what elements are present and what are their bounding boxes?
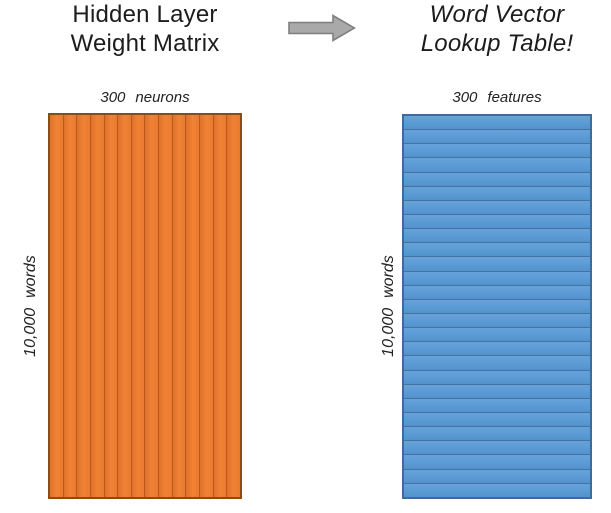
left-title-line1: Hidden Layer xyxy=(72,1,218,28)
left-title-line2: Weight Matrix xyxy=(70,30,220,57)
right-arrow-icon xyxy=(288,14,357,42)
right-columns-unit: features xyxy=(487,89,542,106)
left-columns-label: 300 neurons xyxy=(48,88,242,108)
matrix-row-cell xyxy=(404,285,590,300)
matrix-row-cell xyxy=(404,412,590,428)
right-columns-label: 300 features xyxy=(402,88,592,108)
matrix-column-cell xyxy=(145,115,160,497)
matrix-column-cell xyxy=(50,115,64,497)
matrix-row-cell xyxy=(404,144,590,159)
matrix-row-cell xyxy=(404,398,590,413)
matrix-column-cell xyxy=(104,115,119,497)
matrix-column-cell xyxy=(77,115,91,497)
matrix-row-cell xyxy=(404,328,590,343)
matrix-row-cell xyxy=(404,370,590,385)
word-vector-lookup-table xyxy=(402,114,592,499)
matrix-row-cell xyxy=(404,257,590,272)
matrix-row-cell xyxy=(404,116,590,131)
left-rows-unit: words xyxy=(22,255,39,298)
matrix-row-cell xyxy=(404,299,590,314)
right-rows-label: 10,000 words xyxy=(377,113,401,499)
matrix-row-cell xyxy=(404,229,590,244)
matrix-row-cell xyxy=(404,455,590,470)
matrix-column-cell xyxy=(159,115,173,497)
matrix-row-cell xyxy=(404,271,590,286)
matrix-column-cell xyxy=(200,115,214,497)
matrix-row-cell xyxy=(404,130,590,145)
right-rows-unit: words xyxy=(380,255,397,298)
matrix-row-cell xyxy=(404,342,590,357)
matrix-row-cell xyxy=(404,186,590,201)
matrix-column-cell xyxy=(63,115,78,497)
matrix-column-cell xyxy=(90,115,105,497)
left-title: Hidden Layer Weight Matrix xyxy=(40,0,250,58)
matrix-column-cell xyxy=(186,115,201,497)
right-columns-count: 300 xyxy=(452,89,478,106)
left-rows-label: 10,000 words xyxy=(19,113,43,499)
left-columns-unit: neurons xyxy=(135,89,190,106)
matrix-row-cell xyxy=(404,214,590,230)
matrix-row-cell xyxy=(404,469,590,484)
matrix-column-cell xyxy=(213,115,228,497)
right-title-line1: Word Vector xyxy=(429,1,565,28)
matrix-row-cell xyxy=(404,172,590,187)
right-title-line2: Lookup Table! xyxy=(420,30,574,57)
matrix-column-cell xyxy=(172,115,187,497)
matrix-column-cell xyxy=(227,115,240,497)
matrix-row-cell xyxy=(404,483,590,497)
matrix-row-cell xyxy=(404,313,590,329)
matrix-row-cell xyxy=(404,200,590,215)
right-rows-count: 10,000 xyxy=(380,307,397,357)
matrix-row-cell xyxy=(404,158,590,173)
hidden-layer-weight-matrix xyxy=(48,113,242,499)
matrix-column-cell xyxy=(118,115,132,497)
matrix-row-cell xyxy=(404,427,590,442)
matrix-row-cell xyxy=(404,441,590,456)
matrix-row-cell xyxy=(404,384,590,399)
matrix-row-cell xyxy=(404,243,590,258)
right-title: Word Vector Lookup Table! xyxy=(398,0,596,58)
matrix-column-cell xyxy=(131,115,146,497)
left-rows-count: 10,000 xyxy=(22,307,39,357)
matrix-row-cell xyxy=(404,356,590,371)
left-columns-count: 300 xyxy=(100,89,126,106)
